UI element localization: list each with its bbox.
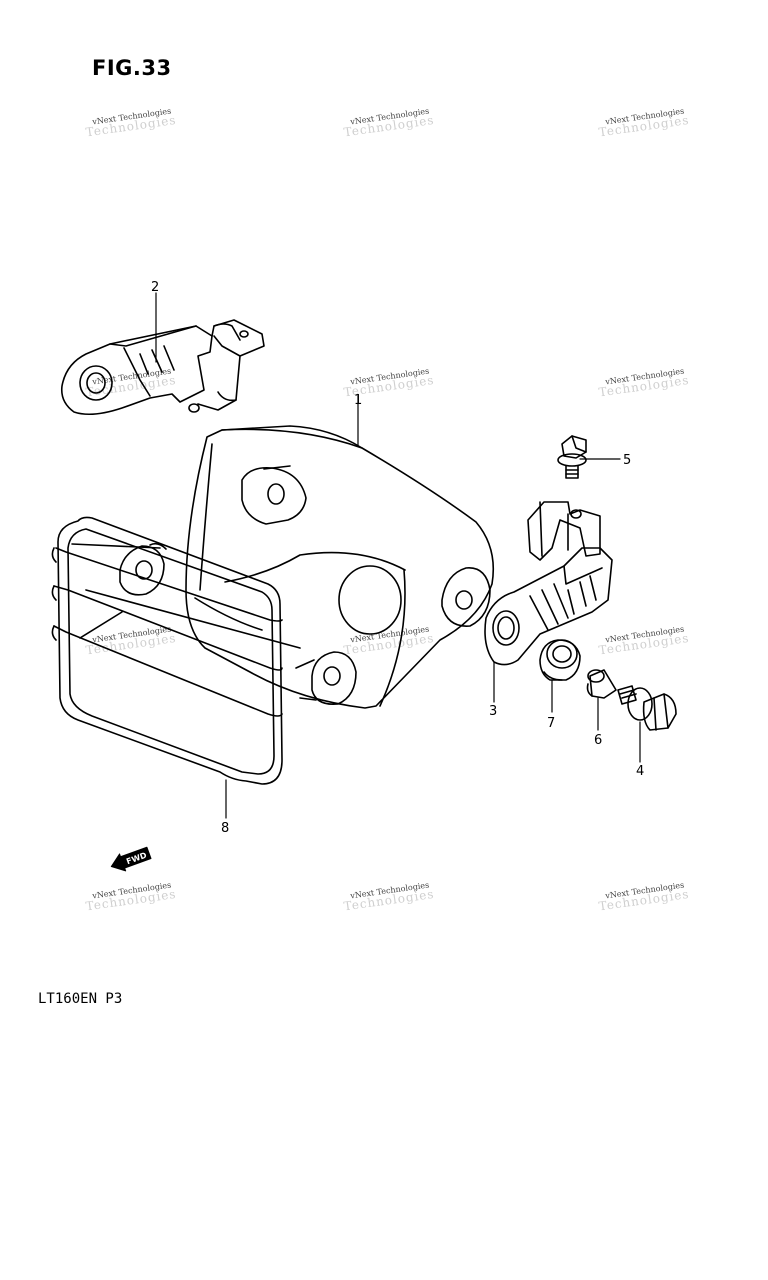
callout-3: 3	[489, 704, 497, 719]
flange-bolt	[557, 435, 587, 479]
bolt-with-washer	[617, 685, 677, 731]
callout-5: 5	[623, 453, 631, 468]
right-bracket	[484, 501, 613, 666]
callout-labels: 2 1 5 3 7 6 4 8	[151, 280, 644, 836]
leader-lines	[155, 292, 641, 819]
figure-title: FIG.33	[92, 56, 172, 80]
headlight-guard	[51, 516, 357, 785]
fwd-arrow-icon: FWD	[110, 846, 152, 872]
callout-7: 7	[547, 716, 555, 731]
callout-6: 6	[594, 733, 602, 748]
callout-8: 8	[221, 821, 229, 836]
spacer-collar	[586, 669, 617, 699]
callout-4: 4	[636, 764, 644, 779]
rubber-grommet	[539, 639, 581, 681]
callout-2: 2	[151, 280, 159, 295]
model-code: LT160EN P3	[38, 991, 123, 1007]
headlight-housing	[185, 425, 495, 709]
callout-1: 1	[354, 393, 362, 408]
left-bracket	[60, 319, 265, 416]
